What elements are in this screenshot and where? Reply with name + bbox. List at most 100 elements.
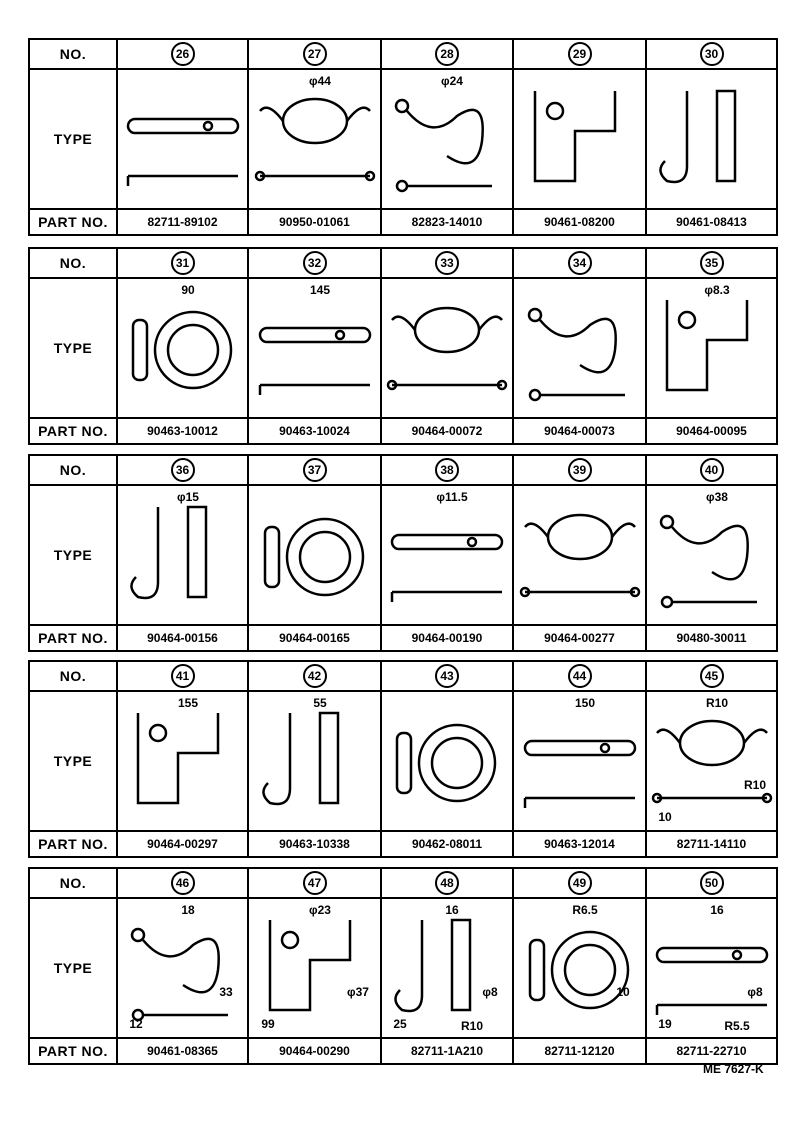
- item-number: 37: [302, 458, 327, 482]
- item-number: 31: [170, 251, 195, 275]
- part-number: 90480-30011: [645, 624, 778, 652]
- part-drawing-32: 145: [258, 283, 371, 395]
- part-number: 90464-00277: [512, 624, 647, 652]
- part-drawing-35: φ8.3: [665, 283, 749, 392]
- part-drawing-49: R6.510: [528, 903, 630, 1010]
- dimension-label: R10: [461, 1019, 483, 1033]
- part-number: 90461-08413: [645, 208, 778, 236]
- dimension-label: 18: [181, 903, 195, 917]
- item-number: 48: [435, 871, 459, 895]
- type-label: TYPE: [28, 277, 118, 419]
- dimension-label: φ37: [347, 985, 369, 999]
- item-number: 27: [302, 42, 327, 66]
- no-label: NO.: [28, 867, 118, 899]
- part-number: 82711-12120: [512, 1037, 647, 1065]
- item-number: 34: [567, 251, 592, 275]
- part-drawing-30: [659, 89, 737, 184]
- part-drawing-41: 155: [136, 696, 220, 805]
- item-number: 43: [435, 664, 459, 688]
- item-number: 40: [699, 458, 724, 482]
- part-no-label: PART NO.: [28, 208, 118, 236]
- item-number: 50: [699, 871, 724, 895]
- dimension-label: 145: [309, 283, 329, 297]
- item-number: 42: [302, 664, 327, 688]
- item-number: 35: [699, 251, 724, 275]
- dimension-label: φ23: [309, 903, 331, 917]
- dimension-label: R10: [706, 696, 728, 710]
- type-label: TYPE: [28, 690, 118, 832]
- part-drawing-42: 55: [261, 696, 339, 806]
- dimension-label: 12: [129, 1017, 143, 1031]
- item-number: 44: [567, 664, 592, 688]
- type-label: TYPE: [28, 484, 118, 626]
- item-number: 38: [435, 458, 459, 482]
- part-no-label: PART NO.: [28, 830, 118, 858]
- part-drawing-33: [386, 306, 508, 391]
- part-drawing-39: [519, 513, 640, 598]
- part-number: 90463-10338: [247, 830, 382, 858]
- part-drawing-27: φ44: [254, 74, 375, 182]
- dimension-label: φ8: [482, 985, 498, 999]
- dimension-label: 150: [574, 696, 594, 710]
- part-drawing-40: φ38: [659, 490, 757, 609]
- dimension-label: 10: [658, 810, 672, 824]
- dimension-label: 155: [178, 696, 198, 710]
- no-label: NO.: [28, 247, 118, 279]
- dimension-label: 19: [658, 1017, 672, 1031]
- no-label: NO.: [28, 660, 118, 692]
- part-number: 90463-10012: [116, 417, 249, 445]
- dimension-label: 16: [445, 903, 459, 917]
- dimension-label: 99: [261, 1017, 275, 1031]
- part-drawing-26: [126, 117, 240, 186]
- type-label: TYPE: [28, 68, 118, 210]
- part-number: 90464-00190: [380, 624, 514, 652]
- item-number: 36: [170, 458, 195, 482]
- part-number: 90464-00297: [116, 830, 249, 858]
- dimension-label: φ44: [309, 74, 331, 88]
- part-number: 90463-12014: [512, 830, 647, 858]
- part-number: 82711-22710: [645, 1037, 778, 1065]
- part-drawing-44: 150: [523, 696, 636, 808]
- no-label: NO.: [28, 38, 118, 70]
- dimension-label: φ8.3: [704, 283, 730, 297]
- part-number: 82711-14110: [645, 830, 778, 858]
- part-number: 90464-00290: [247, 1037, 382, 1065]
- dimension-label: φ38: [706, 490, 728, 504]
- part-number: 90464-00165: [247, 624, 382, 652]
- part-drawing-34: [527, 307, 625, 402]
- part-number: 90464-00072: [380, 417, 514, 445]
- part-number: 90950-01061: [247, 208, 382, 236]
- part-drawing-29: [533, 91, 616, 183]
- item-number: 32: [302, 251, 327, 275]
- part-number: 82823-14010: [380, 208, 514, 236]
- part-drawing-43: [395, 723, 497, 803]
- part-number: 90461-08365: [116, 1037, 249, 1065]
- no-label: NO.: [28, 454, 118, 486]
- item-number: 30: [699, 42, 724, 66]
- dimension-label: φ8: [747, 985, 763, 999]
- part-no-label: PART NO.: [28, 1037, 118, 1065]
- item-number: 26: [170, 42, 195, 66]
- item-number: 46: [170, 871, 195, 895]
- dimension-label: 33: [219, 985, 233, 999]
- dimension-label: 10: [616, 985, 630, 999]
- part-number: 90463-10024: [247, 417, 382, 445]
- dimension-label: 16: [710, 903, 724, 917]
- item-number: 28: [435, 42, 459, 66]
- item-number: 29: [567, 42, 592, 66]
- dimension-label: φ24: [441, 74, 463, 88]
- dimension-label: R10: [744, 778, 766, 792]
- part-number: 90464-00073: [512, 417, 647, 445]
- item-number: 39: [567, 458, 592, 482]
- dimension-label: R5.5: [724, 1019, 750, 1033]
- item-number: 49: [567, 871, 592, 895]
- part-drawing-28: φ24: [394, 74, 492, 193]
- part-drawing-37: [263, 517, 364, 597]
